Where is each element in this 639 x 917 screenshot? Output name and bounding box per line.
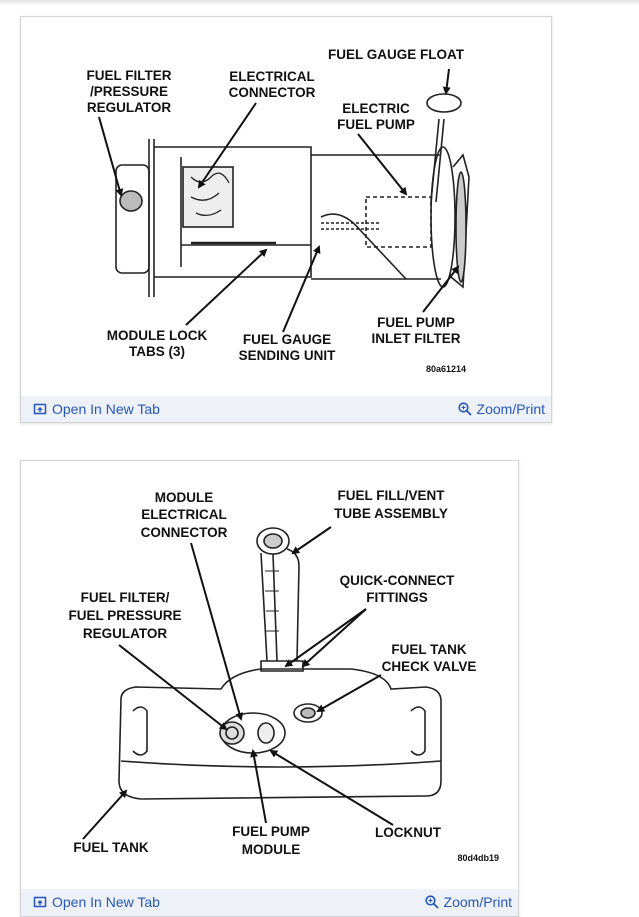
label-fuel-filter: FUEL FILTER — [87, 68, 172, 83]
magnifier-zoom-icon — [424, 895, 439, 909]
zoom-print-label: Zoom/Print — [443, 894, 512, 910]
label-locknut: LOCKNUT — [375, 825, 442, 840]
label-fuel-fill-vent-tube: FUEL FILL/VENT — [338, 488, 446, 503]
open-in-new-tab-link[interactable]: Open In New Tab — [33, 894, 160, 910]
label-fuel-pump-inlet-filter: FUEL PUMP — [377, 315, 455, 330]
label-fuel-filter-regulator: FUEL PRESSURE — [68, 608, 181, 623]
label-module-lock-tabs: TABS (3) — [129, 344, 185, 359]
label-fuel-tank-check-valve: FUEL TANK — [391, 642, 466, 657]
open-new-tab-icon — [33, 895, 47, 909]
label-electric-fuel-pump: ELECTRIC — [342, 101, 410, 116]
card-footer: Open In New Tab Zoom/Print — [21, 889, 518, 916]
zoom-print-link[interactable]: Zoom/Print — [457, 401, 545, 417]
open-in-new-tab-label: Open In New Tab — [52, 401, 160, 417]
label-electric-fuel-pump: FUEL PUMP — [337, 117, 415, 132]
figure-code: 80d4db19 — [457, 853, 499, 863]
label-module-electrical-connector: CONNECTOR — [141, 525, 228, 540]
label-module-electrical-connector: ELECTRICAL — [141, 507, 227, 522]
label-quick-connect-fittings: FITTINGS — [366, 590, 428, 605]
label-fuel-pump-module: FUEL PUMP — [232, 824, 310, 839]
label-fuel-filter-regulator: REGULATOR — [83, 626, 168, 641]
label-electrical-connector: CONNECTOR — [229, 85, 316, 100]
label-fuel-tank: FUEL TANK — [73, 840, 148, 855]
fuel-pump-module-diagram: FUEL GAUGE FLOAT FUEL FILTER /PRESSURE R… — [87, 47, 470, 374]
label-quick-connect-fittings: QUICK-CONNECT — [340, 573, 455, 588]
label-electrical-connector: ELECTRICAL — [229, 69, 315, 84]
card-footer: Open In New Tab Zoom/Print — [21, 396, 551, 422]
label-fuel-filter-regulator: FUEL FILTER/ — [81, 590, 170, 605]
diagram-card-fuel-tank: MODULE ELECTRICAL CONNECTOR FUEL FILL/VE… — [20, 460, 519, 917]
label-fuel-pump-inlet-filter: INLET FILTER — [372, 331, 461, 346]
open-in-new-tab-link[interactable]: Open In New Tab — [33, 401, 160, 417]
label-fuel-pump-module: MODULE — [242, 842, 301, 857]
label-module-lock-tabs: MODULE LOCK — [107, 328, 208, 343]
open-new-tab-icon — [33, 402, 47, 416]
label-fuel-filter: REGULATOR — [87, 100, 172, 115]
zoom-print-link[interactable]: Zoom/Print — [424, 894, 512, 910]
label-fuel-gauge-sending-unit: SENDING UNIT — [239, 348, 337, 363]
label-fuel-tank-check-valve: CHECK VALVE — [382, 659, 477, 674]
diagram-card-fuel-pump: FUEL GAUGE FLOAT FUEL FILTER /PRESSURE R… — [20, 16, 552, 423]
label-fuel-gauge-sending-unit: FUEL GAUGE — [243, 332, 331, 347]
fuel-tank-assembly-diagram: MODULE ELECTRICAL CONNECTOR FUEL FILL/VE… — [68, 488, 499, 863]
open-in-new-tab-label: Open In New Tab — [52, 894, 160, 910]
figure-code: 80a61214 — [426, 364, 466, 374]
zoom-print-label: Zoom/Print — [476, 401, 545, 417]
label-fuel-filter: /PRESSURE — [90, 84, 168, 99]
magnifier-zoom-icon — [457, 402, 472, 416]
top-shadow — [0, 0, 639, 6]
label-fuel-gauge-float: FUEL GAUGE FLOAT — [328, 47, 465, 62]
label-fuel-fill-vent-tube: TUBE ASSEMBLY — [334, 506, 448, 521]
label-module-electrical-connector: MODULE — [155, 490, 214, 505]
